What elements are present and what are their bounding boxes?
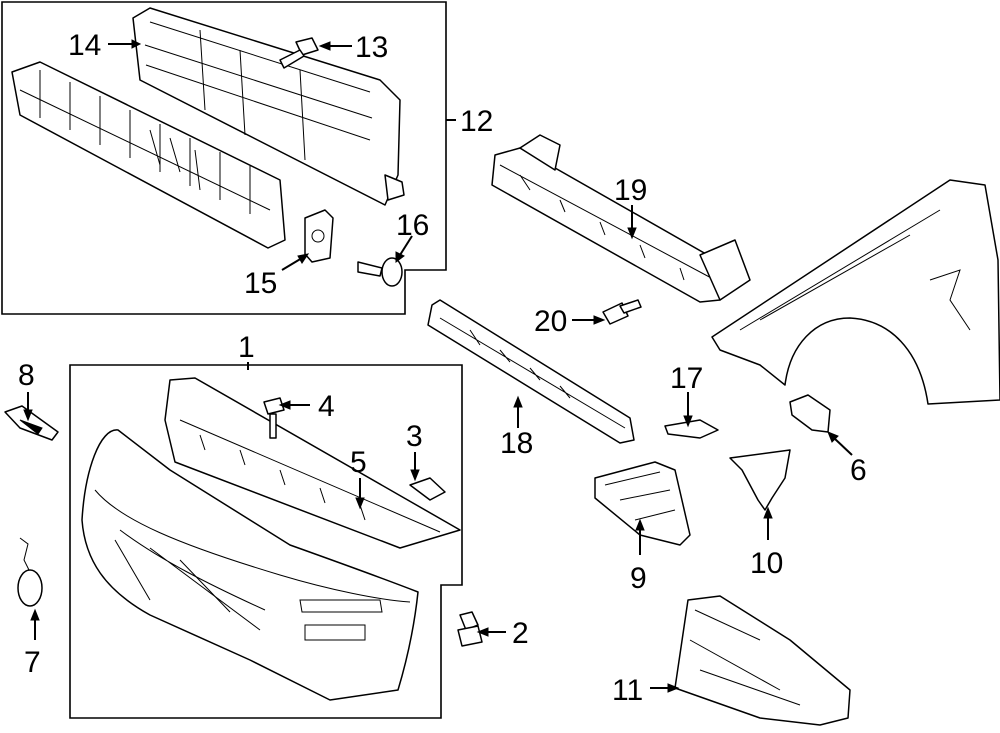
callout-8: 8 [18,359,35,392]
upper-group-frame [1,1,447,315]
part-1-bumper-cover [81,429,419,701]
callout-19: 19 [614,174,647,207]
callout-2: 2 [512,617,529,650]
part-17-bracket [664,419,719,439]
part-11-deflector [674,595,851,726]
callout-20: 20 [534,305,567,338]
part-10-bracket [729,449,791,511]
part-4-screw [263,397,285,439]
lower-group-frame [69,364,463,719]
part-9-air-guide [594,461,691,546]
callout-10: 10 [750,547,783,580]
callout-6: 6 [850,454,867,487]
part-8-cover [4,405,59,441]
callout-12: 12 [460,105,493,138]
leader-lines [23,39,853,693]
part-3-clip [409,477,446,501]
part-2-nut [457,611,483,647]
part-7-tow-cover [17,537,43,607]
callout-3: 3 [406,420,423,453]
part-5-upper-support [164,377,461,549]
callout-5: 5 [350,446,367,479]
callout-17: 17 [670,362,703,395]
part-15-clip [304,209,334,263]
part-14-absorber-rear [132,7,405,206]
part-16-push-pin [357,257,403,287]
part-6-bracket [789,394,831,433]
part-14-absorber-front [11,61,286,249]
callout-18: 18 [500,427,533,460]
callout-1: 1 [238,331,255,364]
callout-16: 16 [396,209,429,242]
callout-13: 13 [355,31,388,64]
part-18-lower-absorber [427,299,635,444]
callout-11: 11 [612,674,643,707]
callout-labels: 14 13 12 15 16 19 20 18 17 6 10 9 11 1 4… [18,29,867,707]
callout-14: 14 [68,29,101,62]
callout-9: 9 [630,562,647,595]
callout-4: 4 [318,390,335,423]
fender [711,179,1000,405]
part-20-bolt [602,299,642,325]
part-13-bolt [279,37,319,69]
callout-15: 15 [244,267,277,300]
part-19-reinforcement-beam [491,134,751,303]
callout-7: 7 [24,646,41,679]
